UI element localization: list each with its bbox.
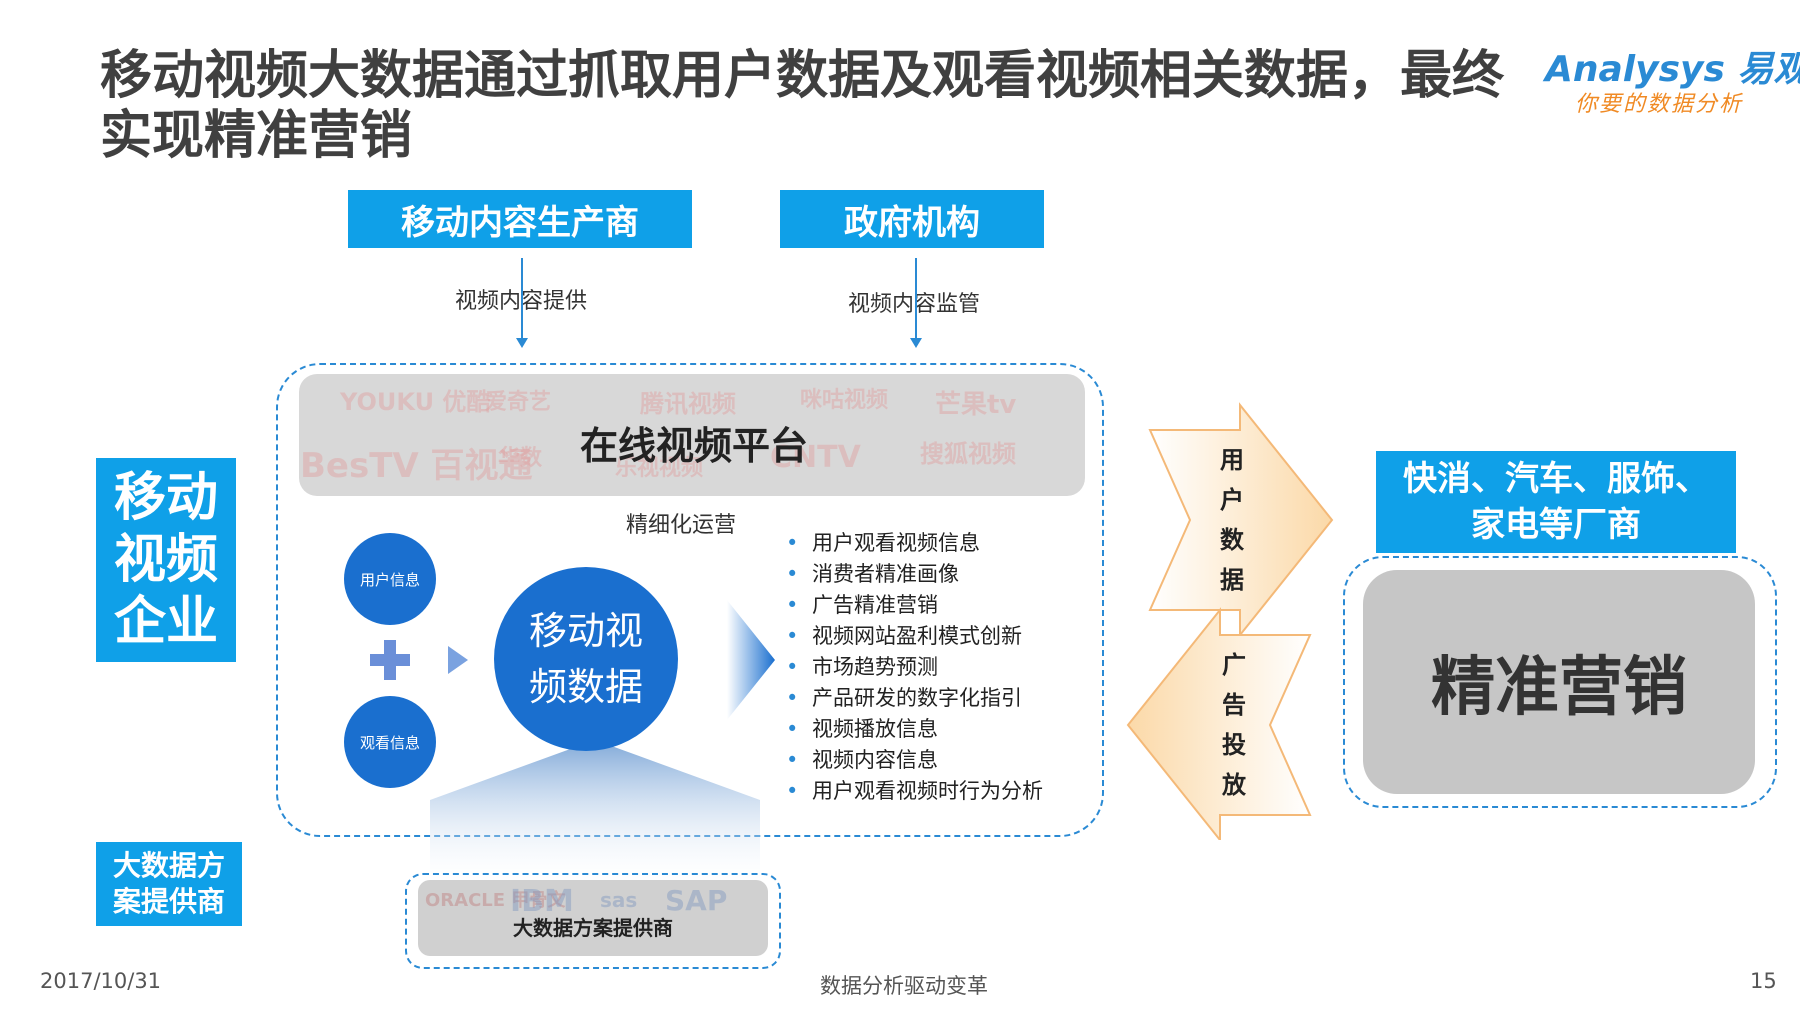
provider-dashed-border <box>405 873 781 969</box>
industries-box: 快消、汽车、服饰、家电等厂商 <box>1376 451 1736 553</box>
platform-title: 在线视频平台 <box>580 424 809 468</box>
sas-logo: sas <box>600 888 638 912</box>
cntv-logo: CNTV <box>770 440 861 475</box>
footer-date: 2017/10/31 <box>40 969 162 993</box>
list-item: 消费者精准画像 <box>786 559 1043 590</box>
exchange-arrows <box>1126 402 1334 840</box>
list-item: 产品研发的数字化指引 <box>786 683 1043 714</box>
tencent-video-logo: 腾讯视频 <box>640 390 736 418</box>
marketing-dashed-border <box>1343 556 1777 808</box>
plus-icon <box>370 640 410 680</box>
operation-label: 精细化运营 <box>626 513 737 538</box>
migu-video-logo: 咪咕视频 <box>800 388 889 413</box>
list-item: 市场趋势预测 <box>786 652 1043 683</box>
upward-arrow-triangle <box>430 740 760 890</box>
list-item: 视频内容信息 <box>786 745 1043 776</box>
list-item: 用户观看视频时行为分析 <box>786 776 1043 807</box>
user-info-circle: 用户信息 <box>344 533 436 625</box>
iqiyi-logo: 爱奇艺 <box>485 390 552 415</box>
list-item: 视频网站盈利模式创新 <box>786 621 1043 652</box>
user-data-label: 用户数据 <box>1220 446 1244 594</box>
content-producer-box: 移动内容生产商 <box>348 190 692 248</box>
content-supervision-label: 视频内容监管 <box>848 292 981 317</box>
mango-tv-logo: 芒果tv <box>935 390 1017 420</box>
precision-marketing-box: 精准营销 <box>1363 570 1755 794</box>
ad-delivery-label: 广告投放 <box>1222 651 1246 799</box>
viewing-info-circle: 观看信息 <box>344 696 436 788</box>
content-supervision-arrow <box>910 258 922 348</box>
content-supply-arrow <box>516 258 528 348</box>
mobile-video-data-circle: 移动视频数据 <box>494 567 678 751</box>
logo-slogan: 你要的数据分析 <box>1575 92 1744 117</box>
ibm-logo: IBM <box>510 884 574 919</box>
application-list: 用户观看视频信息 消费者精准画像 广告精准营销 视频网站盈利模式创新 市场趋势预… <box>786 528 1043 807</box>
wasu-logo: 华数 <box>498 446 543 471</box>
letv-logo: 乐视视频 <box>615 456 704 481</box>
list-item: 视频播放信息 <box>786 714 1043 745</box>
list-item: 广告精准营销 <box>786 590 1043 621</box>
footer-tagline: 数据分析驱动变革 <box>820 974 988 998</box>
bigdata-provider-box: 大数据方案提供商 <box>96 842 242 926</box>
page-title: 移动视频大数据通过抓取用户数据及观看视频相关数据，最终实现精准营销 <box>100 46 1505 166</box>
provider-logo-band <box>418 880 768 956</box>
provider-label: 大数据方案提供商 <box>513 916 673 940</box>
mobile-video-enterprise-box: 移动视频企业 <box>96 458 236 662</box>
oracle-logo: ORACLE 甲骨文 <box>425 890 566 911</box>
sohu-video-logo: 搜狐视频 <box>920 440 1016 468</box>
sap-logo: SAP <box>665 884 728 917</box>
small-arrow-icon <box>448 646 468 674</box>
right-arrow-icon <box>727 600 775 720</box>
page-number: 15 <box>1750 969 1777 993</box>
platform-logo-band <box>299 374 1085 496</box>
bestv-logo: BesTV 百视通 <box>300 446 533 486</box>
youku-logo: YOUKU 优酷 <box>340 388 491 416</box>
analysys-logo: Analysys 易观 <box>1545 49 1800 90</box>
list-item: 用户观看视频信息 <box>786 528 1043 559</box>
government-box: 政府机构 <box>780 190 1044 248</box>
